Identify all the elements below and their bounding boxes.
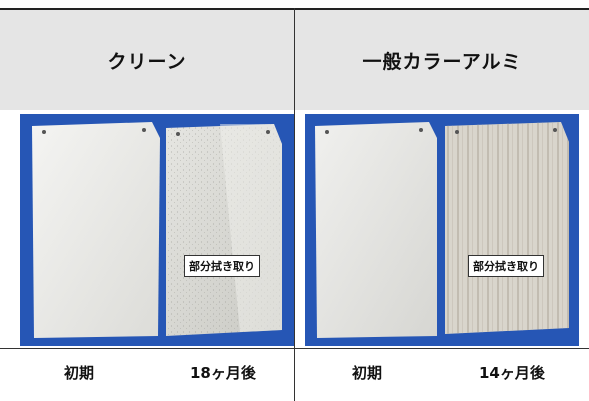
column-divider bbox=[294, 8, 295, 401]
comparison-table: クリーン 一般カラーアルミ 部分拭き取り bbox=[0, 8, 589, 401]
panel-initial bbox=[315, 122, 437, 338]
header-clean: クリーン bbox=[0, 10, 294, 110]
row-divider bbox=[0, 348, 589, 349]
header-general-color-aluminum: 一般カラーアルミ bbox=[295, 10, 589, 110]
label-clean-after: 18ヶ月後 bbox=[190, 364, 256, 382]
panel-initial bbox=[32, 122, 160, 338]
partial-wipe-callout-left: 部分拭き取り bbox=[184, 255, 260, 277]
clean-panels-illustration bbox=[32, 122, 282, 338]
label-aluminum-initial: 初期 bbox=[352, 364, 383, 382]
photo-general-aluminum-comparison bbox=[305, 114, 579, 346]
partial-wipe-callout-right: 部分拭き取り bbox=[468, 255, 544, 277]
aluminum-panels-illustration bbox=[315, 122, 569, 338]
photo-clean-comparison bbox=[20, 114, 294, 346]
label-aluminum-after: 14ヶ月後 bbox=[479, 364, 545, 382]
label-clean-initial: 初期 bbox=[64, 364, 95, 382]
